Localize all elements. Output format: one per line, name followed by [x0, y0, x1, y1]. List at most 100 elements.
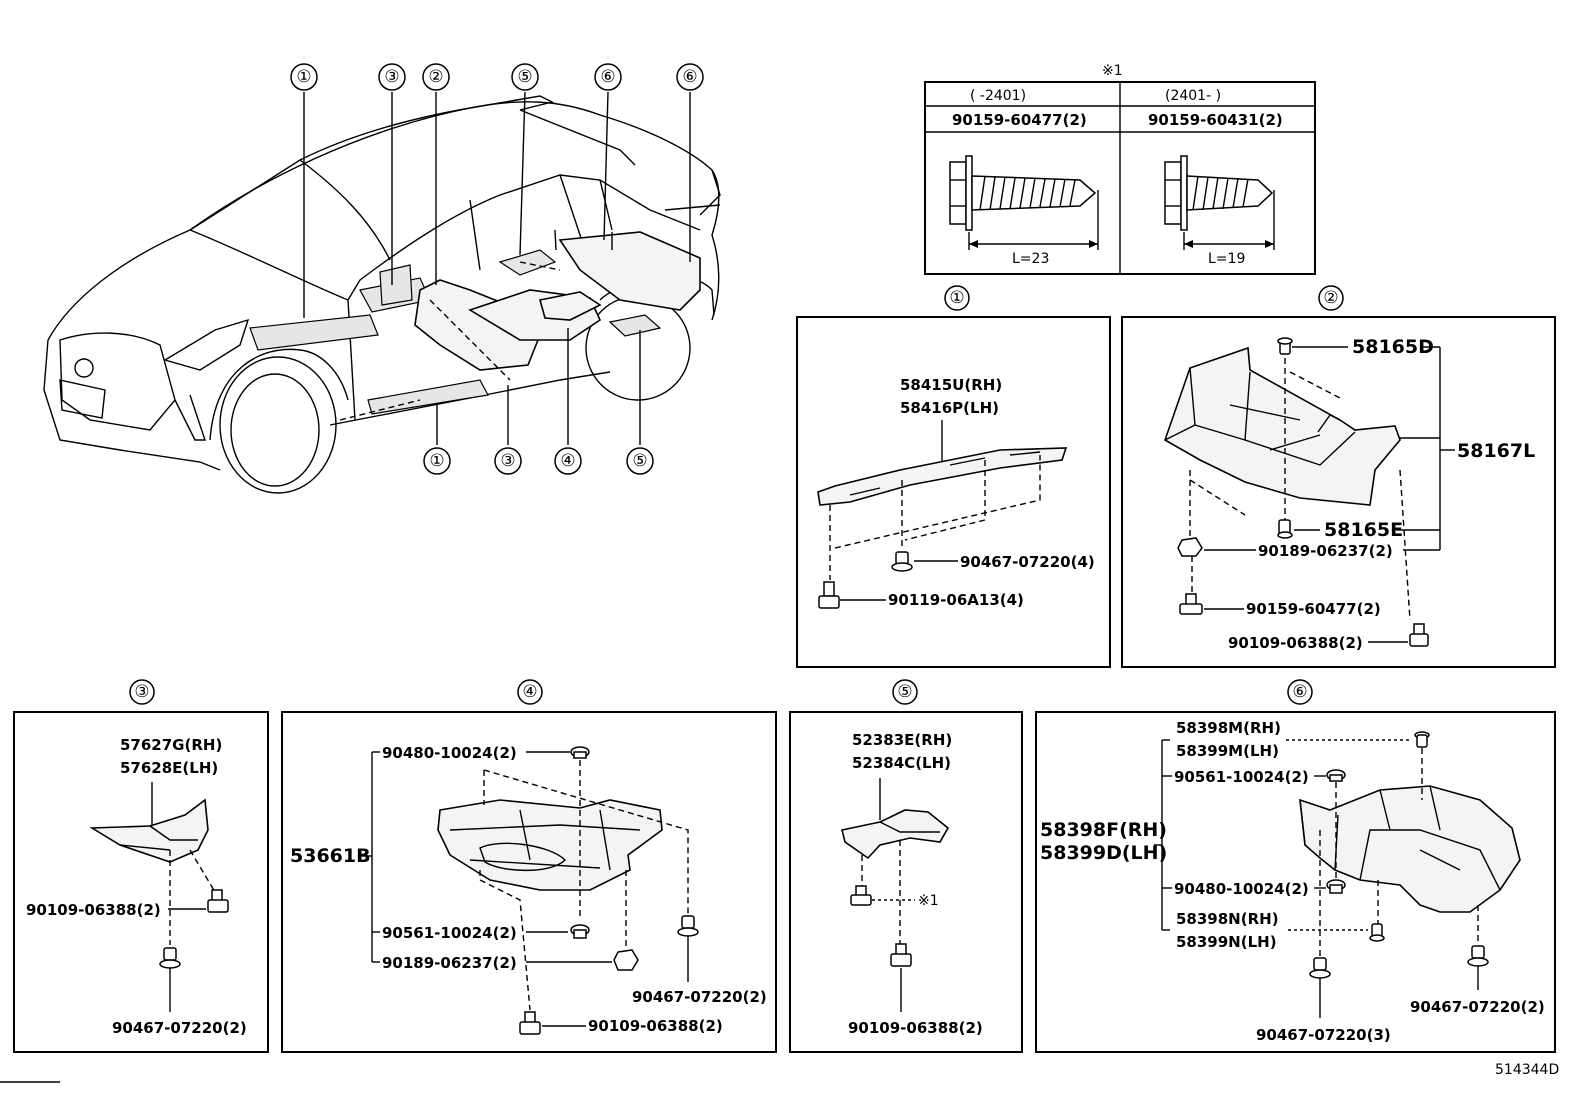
svg-text:④: ④ [560, 451, 575, 471]
panel-2-number: ② [1323, 288, 1338, 308]
screw-long-icon [949, 155, 1099, 250]
vehicle-overview [43, 95, 721, 494]
panel-2-bolt-icon [1409, 623, 1429, 647]
screw-short-icon [1164, 155, 1275, 250]
panel-2-cover: 58167L [1457, 440, 1535, 462]
clip-bottom-icon [1277, 519, 1293, 539]
panel-6-nut-mid: 90480-10024(2) [1174, 880, 1309, 898]
panel-3: ③ 57627G(RH) 57628E(LH) 90109-06388(2) 9… [13, 679, 269, 1053]
note-mark: ※1 [1102, 63, 1123, 79]
diagram-code: 514344D [1495, 1062, 1559, 1078]
panel-2: ② 58165D 58165E 58167L [1121, 285, 1556, 668]
callout-5-bottom: ⑤ [626, 447, 654, 475]
panel-3-number: ③ [134, 682, 149, 702]
callout-3-bottom: ③ [494, 447, 522, 475]
clip-top-icon [1277, 337, 1293, 355]
panel-1-nut: 90467-07220(4) [960, 553, 1095, 571]
panel-1-nut-icon [891, 551, 913, 572]
panel-5: ⑤ 52383E(RH) 52384C(LH) ※1 90109-06388(2… [789, 679, 1023, 1053]
col2-length: L=19 [1208, 251, 1245, 267]
col1-header: ( -2401) [970, 88, 1026, 104]
panel-6-nut-top-icon [1326, 769, 1346, 782]
panel-2-clip-top: 58165D [1352, 336, 1434, 358]
panel-5-bolt-icon [890, 943, 912, 1012]
callout-6-top-b: ⑥ [676, 63, 704, 91]
callout-6-top-a: ⑥ [594, 63, 622, 91]
panel-3-part-lh: 57628E(LH) [120, 759, 218, 777]
panel-6-liner-rh: 58398F(RH) [1040, 819, 1167, 841]
panel-4-cover: 53661B [290, 845, 371, 867]
panel-6-clip-left: 90467-07220(3) [1256, 1026, 1391, 1044]
panel-4: ④ 53661B 90480-10024(2) 90561-10024(2) [281, 679, 777, 1053]
panel-2-screw-icon [1179, 593, 1203, 615]
col1-length: L=23 [1012, 251, 1049, 267]
panel-6-clip2-rh: 58398N(RH) [1176, 910, 1279, 928]
panel-1: ① 58415U(RH) 58416P(LH) 90467-07220(4) 9… [796, 285, 1111, 668]
panel-2-screw: 90159-60477(2) [1246, 600, 1381, 618]
panel-4-clip-icon [677, 915, 699, 982]
rear-cover-part [841, 809, 950, 860]
callout-1-bottom: ① [423, 447, 451, 475]
panel-6: ⑥ 58398M(RH) 58399M(LH) 90561-10024(2) 5… [1035, 679, 1556, 1053]
col1-part: 90159-60477(2) [952, 111, 1087, 129]
panel-4-nut-mid-icon [570, 924, 590, 939]
panel-6-nut-mid-icon [1326, 879, 1346, 894]
panel-1-number: ① [949, 288, 964, 308]
panel-6-liner-lh: 58399D(LH) [1040, 842, 1167, 864]
svg-text:③: ③ [384, 67, 399, 87]
panel-6-clip2-icon [1369, 923, 1385, 942]
panel-6-clip-left-icon [1309, 957, 1331, 1018]
panel-1-bolt: 90119-06A13(4) [888, 591, 1024, 609]
panel-2-bolt: 90109-06388(2) [1228, 634, 1363, 652]
callout-3-top: ③ [378, 63, 406, 91]
col2-part: 90159-60431(2) [1148, 111, 1283, 129]
panel-6-clip-right-icon [1467, 945, 1489, 990]
panel-6-clip-top-icon [1414, 731, 1430, 748]
screw-table: ※1 ( -2401) (2401- ) 90159-60477(2) 9015… [924, 63, 1316, 275]
panel-4-number: ④ [522, 682, 537, 702]
svg-text:⑥: ⑥ [600, 67, 615, 87]
overview-leaders [303, 91, 691, 445]
callout-4-bottom: ④ [554, 447, 582, 475]
panel-3-clip-icon [159, 947, 181, 1012]
panel-3-part-rh: 57627G(RH) [120, 736, 222, 754]
panel-6-nut-top: 90561-10024(2) [1174, 768, 1309, 786]
panel-4-nut-top: 90480-10024(2) [382, 744, 517, 762]
panel-5-bolt: 90109-06388(2) [848, 1019, 983, 1037]
panel-4-bolt: 90109-06388(2) [588, 1017, 723, 1035]
svg-text:①: ① [429, 451, 444, 471]
under-cover-part [1164, 346, 1401, 506]
panel-5-ref-icon [850, 885, 872, 906]
panel-3-bolt-icon [207, 889, 229, 913]
overview-callouts: ① ③ ② ⑤ ⑥ ⑥ ① ③ ④ ⑤ [290, 63, 704, 475]
panel-5-number: ⑤ [897, 682, 912, 702]
callout-5-top: ⑤ [511, 63, 539, 91]
callout-2-top: ② [422, 63, 450, 91]
panel-2-nut: 90189-06237(2) [1258, 542, 1393, 560]
svg-text:⑥: ⑥ [682, 67, 697, 87]
panel-4-nut-top-icon [570, 746, 590, 759]
svg-text:⑤: ⑤ [517, 67, 532, 87]
side-cover-part [817, 447, 1068, 506]
callout-1-top: ① [290, 63, 318, 91]
svg-text:⑤: ⑤ [632, 451, 647, 471]
wheel-liner-part [1299, 785, 1521, 913]
panel-6-clip2-lh: 58399N(LH) [1176, 933, 1277, 951]
panel-5-part-rh: 52383E(RH) [852, 731, 952, 749]
svg-text:③: ③ [500, 451, 515, 471]
panel-1-bolt-icon [818, 581, 840, 609]
panel-5-part-lh: 52384C(LH) [852, 754, 951, 772]
panel-3-bolt: 90109-06388(2) [26, 901, 161, 919]
panel-6-clip-lh: 58399M(LH) [1176, 742, 1279, 760]
panel-6-clip-rh: 58398M(RH) [1176, 719, 1281, 737]
svg-text:②: ② [428, 67, 443, 87]
panel-5-ref: ※1 [918, 893, 939, 909]
panel-4-clip: 90467-07220(2) [632, 988, 767, 1006]
svg-text:①: ① [296, 67, 311, 87]
panel-4-bolt-icon [519, 1011, 541, 1035]
col2-header: (2401- ) [1165, 88, 1221, 104]
panel-6-clip-right: 90467-07220(2) [1410, 998, 1545, 1016]
engine-under-cover-part [437, 799, 663, 891]
panel-6-number: ⑥ [1292, 682, 1307, 702]
